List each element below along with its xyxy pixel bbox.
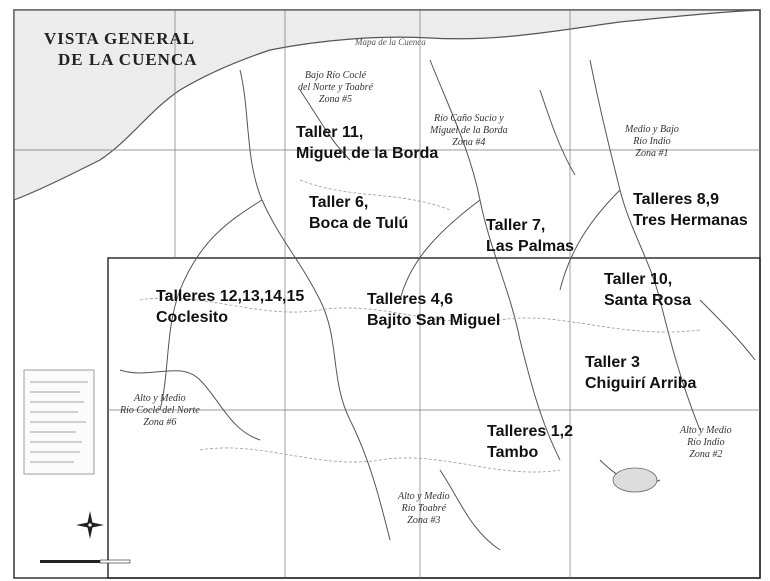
map-title-line1: VISTA GENERAL bbox=[44, 29, 196, 48]
zone-label: Alto y Medio Río Coclé del Norte Zona #6 bbox=[120, 393, 200, 428]
taller-label: Taller 10, Santa Rosa bbox=[604, 271, 692, 309]
taller-label: Taller 3 Chiguirí Arriba bbox=[585, 354, 697, 392]
taller-label: Taller 6, Boca de Tulú bbox=[309, 194, 409, 232]
compass-rose-icon bbox=[76, 511, 104, 539]
taller-label: Talleres 12,13,14,15 Coclesito bbox=[156, 288, 305, 326]
zone-label: Río Caño Sucio y Miguel de la Borda Zona… bbox=[430, 113, 508, 148]
taller-label: Taller 11, Miguel de la Borda bbox=[296, 124, 439, 162]
taller-label: Talleres 1,2 Tambo bbox=[487, 423, 573, 461]
rivers bbox=[119, 59, 756, 551]
coastline bbox=[13, 9, 761, 201]
zone-label: Bajo Río Coclé del Norte y Toabré Zona #… bbox=[298, 70, 373, 105]
zone-label: Medio y Bajo Río Indio Zona #1 bbox=[625, 124, 679, 159]
zone-label: Alto y Medio Río Indio Zona #2 bbox=[680, 425, 732, 460]
map-title: VISTA GENERAL DE LA CUENCA bbox=[44, 28, 198, 70]
scale-bar bbox=[40, 559, 131, 564]
inset-boundary bbox=[107, 257, 761, 579]
map-grid bbox=[14, 10, 760, 578]
roads bbox=[139, 179, 701, 473]
taller-label: Taller 7, Las Palmas bbox=[486, 217, 575, 255]
taller-label: Talleres 8,9 Tres Hermanas bbox=[633, 191, 748, 229]
zone-label: Alto y Medio Río Toabré Zona #3 bbox=[398, 491, 450, 526]
taller-label: Talleres 4,6 Bajito San Miguel bbox=[367, 291, 501, 329]
lake bbox=[612, 467, 658, 493]
legend-lines bbox=[30, 381, 88, 463]
map-top-label: Mapa de la Cuenca bbox=[355, 37, 426, 47]
map-title-line2: DE LA CUENCA bbox=[58, 50, 198, 69]
